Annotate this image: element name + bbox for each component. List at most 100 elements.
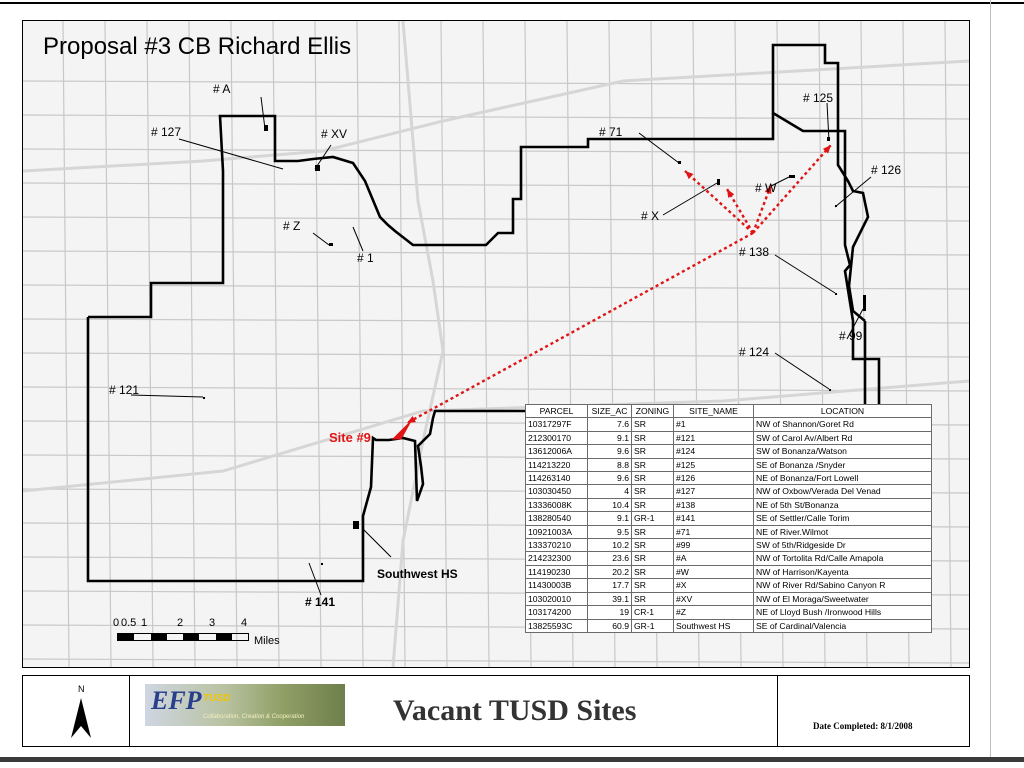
parcel-marker (353, 521, 359, 529)
table-cell: 9.5 (587, 524, 632, 540)
leader-line (352, 226, 364, 252)
map-frame[interactable]: Proposal #3 CB Richard Ellis # A # 127 #… (22, 20, 970, 668)
scale-tick: 0.5 (121, 617, 137, 629)
distance-arrows (406, 144, 832, 425)
table-cell: 20.2 (587, 564, 632, 580)
table-cell: 8.8 (587, 457, 632, 473)
parcel-marker (829, 389, 831, 391)
table-cell: #127 (673, 484, 754, 499)
table-cell: SR (631, 430, 674, 446)
site-9-triangle[interactable] (391, 420, 412, 440)
road-line (104, 21, 112, 667)
distance-arrow (725, 188, 755, 234)
road-line (188, 21, 196, 667)
parcel-marker (264, 125, 268, 131)
table-header-cell: SIZE_AC (587, 403, 632, 419)
scale-tick: 1 (141, 617, 148, 629)
road-line (23, 352, 969, 358)
scale-tick: 2 (177, 617, 184, 629)
table-cell: 23.6 (587, 551, 632, 566)
table-cell: 60.9 (587, 618, 632, 633)
north-arrow-shape (71, 698, 91, 738)
table-cell: 13612006A (525, 444, 588, 459)
table-cell: SR (631, 497, 674, 513)
road-line (23, 80, 969, 86)
table-cell: SR (631, 524, 674, 540)
leader-line (312, 232, 330, 246)
table-cell: SE of Cardinal/Valencia (753, 618, 932, 633)
road-line (146, 21, 154, 667)
table-cell: SR (631, 417, 674, 432)
table-cell: 103174200 (525, 605, 588, 620)
highway-line (23, 59, 969, 173)
table-cell: #138 (673, 497, 754, 513)
table-cell: #99 (673, 538, 754, 553)
table-cell: 10317297F (525, 417, 588, 432)
right-rule (990, 0, 991, 760)
road-line (23, 284, 969, 290)
label-site-w: # W (755, 181, 777, 195)
parcel-marker (827, 137, 830, 141)
table-header-cell: LOCATION (753, 403, 932, 419)
road-line (482, 21, 490, 667)
label-site-125: # 125 (803, 91, 834, 105)
parcel-marker (789, 175, 795, 178)
table-cell: SR (631, 471, 674, 486)
scale-tick: 4 (241, 617, 248, 629)
table-cell: 9.1 (587, 511, 632, 526)
table-cell: NW of El Moraga/Sweetwater (753, 591, 932, 607)
label-site-127: # 127 (151, 125, 182, 139)
parcel-marker (329, 243, 333, 246)
table-cell: 7.6 (587, 417, 632, 432)
label-site-99: # 99 (839, 329, 863, 343)
table-cell: NE of Bonanza/Fort Lowell (753, 471, 932, 486)
parcel-marker (678, 161, 681, 164)
parcel-marker (863, 295, 866, 311)
label-site-126: # 126 (871, 163, 902, 177)
arrow-head (685, 171, 694, 180)
table-cell: #125 (673, 457, 754, 473)
parcel-marker (835, 293, 837, 295)
table-cell: SR (631, 538, 674, 553)
table-cell: NW of Tortolita Rd/Calle Amapola (753, 551, 932, 566)
arrow-head (822, 145, 831, 154)
distance-arrow (752, 144, 832, 234)
table-cell: NE of Lloyd Bush /Ironwood Hills (753, 605, 932, 620)
efp-logo: EFP TUSD Collaboration, Creation & Coope… (145, 684, 345, 726)
arrow-head (727, 189, 735, 198)
table-cell: GR-1 (631, 511, 674, 526)
road-line (23, 318, 969, 324)
table-cell: #121 (673, 430, 754, 446)
leader-line (774, 254, 836, 294)
table-cell: #A (673, 551, 754, 566)
parcel-marker (717, 179, 720, 185)
distance-arrow (751, 184, 773, 234)
table-cell: 9.6 (587, 471, 632, 486)
road-line (398, 21, 406, 667)
table-cell: SW of Bonanza/Watson (753, 444, 932, 459)
road-line (23, 216, 969, 222)
table-cell: #141 (673, 511, 754, 526)
arrow-head (764, 185, 772, 194)
label-site-141: # 141 (305, 595, 336, 609)
leader-line (826, 102, 830, 142)
district-boundary-north (88, 113, 775, 319)
road-line (314, 21, 322, 667)
parcel-marker (203, 397, 205, 399)
table-cell: 103020010 (525, 591, 588, 607)
date-completed: Date Completed: 8/1/2008 (813, 721, 913, 731)
footer-divider (777, 676, 778, 746)
footer-divider (129, 676, 130, 746)
leader-line (662, 182, 718, 216)
label-site-x: # X (641, 209, 660, 223)
table-cell: 103030450 (525, 484, 588, 499)
leader-line (178, 138, 284, 170)
scale-tick: 0 (113, 617, 120, 629)
